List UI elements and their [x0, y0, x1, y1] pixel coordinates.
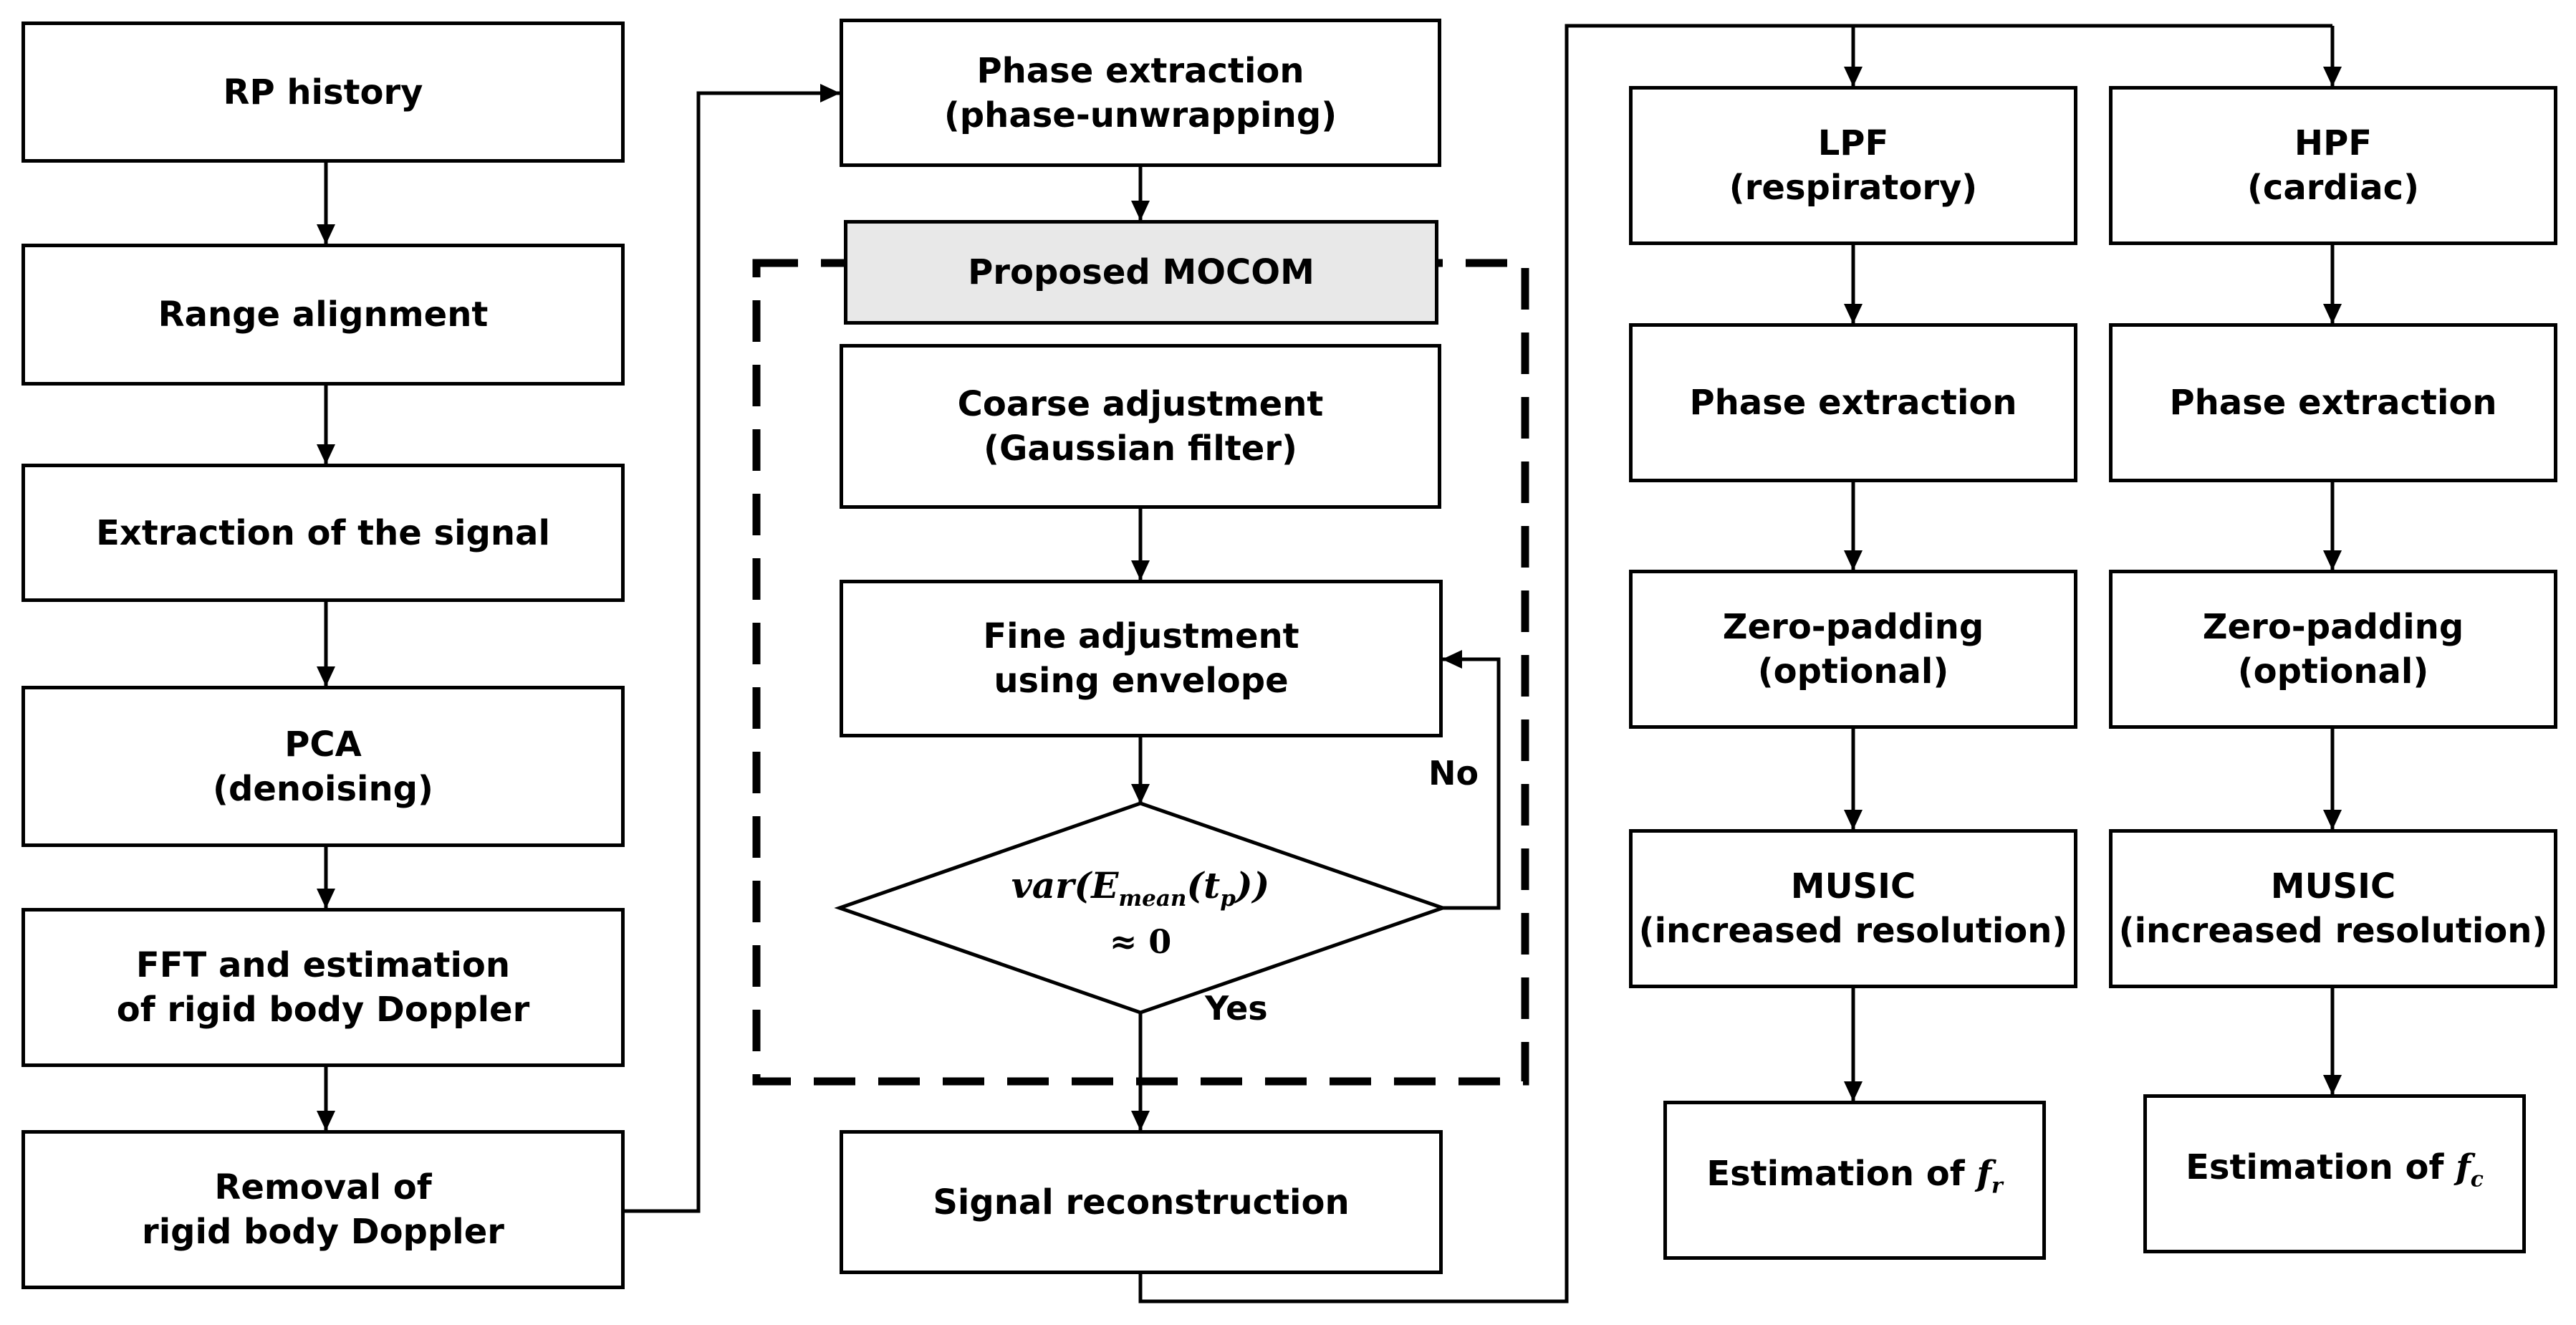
box-line: PCA: [284, 724, 362, 765]
box-line: (phase-unwrapping): [943, 95, 1337, 135]
phase-extraction-cardiac-box: Phase extraction: [2109, 323, 2557, 482]
box-line: FFT and estimation: [135, 945, 511, 985]
estimation-fc-text: Estimation of fc: [2186, 1147, 2484, 1192]
box-line: Phase extraction: [976, 50, 1304, 91]
fft-estimation-box: FFT and estimation of rigid body Doppler: [21, 908, 625, 1067]
box-line: LPF: [1817, 123, 1889, 163]
lpf-box: LPF (respiratory): [1629, 86, 2077, 245]
extraction-signal-box: Extraction of the signal: [21, 464, 625, 602]
mocom-title-box: Proposed MOCOM: [844, 220, 1438, 325]
rp-history-box: RP history: [21, 21, 625, 163]
box-line: Coarse adjustment: [957, 384, 1324, 424]
box-line: (optional): [1757, 651, 1949, 692]
estimation-fr-text: Estimation of fr: [1706, 1154, 2003, 1199]
pca-box: PCA (denoising): [21, 686, 625, 847]
phase-extraction-box: Phase extraction (phase-unwrapping): [840, 19, 1441, 167]
box-line: rigid body Doppler: [142, 1212, 504, 1252]
estimation-fc-box: Estimation of fc: [2143, 1094, 2526, 1253]
decision-approx: ≈ 0: [1109, 922, 1172, 961]
box-line: RP history: [223, 72, 423, 113]
box-line: (respiratory): [1729, 168, 1978, 208]
box-line: (optional): [2237, 651, 2429, 692]
removal-doppler-box: Removal of rigid body Doppler: [21, 1130, 625, 1289]
box-line: of rigid body Doppler: [116, 990, 530, 1030]
no-label: No: [1428, 754, 1479, 793]
box-line: HPF: [2294, 123, 2373, 163]
arrow-decision-no-loop: [1442, 650, 1501, 910]
box-line: Fine adjustment: [983, 616, 1299, 656]
zero-padding-cardiac-box: Zero-padding (optional): [2109, 570, 2557, 729]
box-line: using envelope: [994, 661, 1289, 701]
box-line: (denoising): [213, 768, 433, 809]
box-line: Signal reconstruction: [933, 1182, 1350, 1223]
box-line: Extraction of the signal: [96, 512, 550, 553]
music-cardiac-box: MUSIC (increased resolution): [2109, 829, 2557, 988]
box-line: (increased resolution): [1638, 911, 2068, 951]
box-line: Proposed MOCOM: [968, 252, 1315, 292]
signal-reconstruction-box: Signal reconstruction: [840, 1130, 1443, 1274]
box-line: Range alignment: [158, 295, 489, 335]
estimation-fr-box: Estimation of fr: [1663, 1101, 2046, 1260]
box-line: Zero-padding: [1722, 607, 1984, 647]
box-line: Phase extraction: [1689, 383, 2017, 423]
box-line: MUSIC: [2270, 866, 2396, 907]
arrow-removal-to-phase: [624, 84, 840, 1213]
box-line: Zero-padding: [2202, 607, 2464, 647]
box-line: MUSIC: [1790, 866, 1916, 907]
fine-adjustment-box: Fine adjustment using envelope: [840, 580, 1443, 737]
box-line: (Gaussian filter): [984, 429, 1297, 469]
phase-extraction-respiratory-box: Phase extraction: [1629, 323, 2077, 482]
box-line: (increased resolution): [2118, 911, 2548, 951]
range-alignment-box: Range alignment: [21, 244, 625, 386]
box-line: (cardiac): [2246, 168, 2420, 208]
hpf-box: HPF (cardiac): [2109, 86, 2557, 245]
zero-padding-respiratory-box: Zero-padding (optional): [1629, 570, 2077, 729]
yes-label: Yes: [1205, 989, 1268, 1028]
decision-condition: var(Emean(tp)) ≈ 0: [926, 863, 1355, 962]
box-line: Removal of: [214, 1167, 432, 1207]
box-line: Phase extraction: [2169, 383, 2497, 423]
connector-reconstruction-to-filters: [1138, 24, 2332, 1304]
music-respiratory-box: MUSIC (increased resolution): [1629, 829, 2077, 988]
decision-formula: var(Emean(tp)): [1011, 864, 1270, 912]
coarse-adjustment-box: Coarse adjustment (Gaussian filter): [840, 344, 1441, 509]
